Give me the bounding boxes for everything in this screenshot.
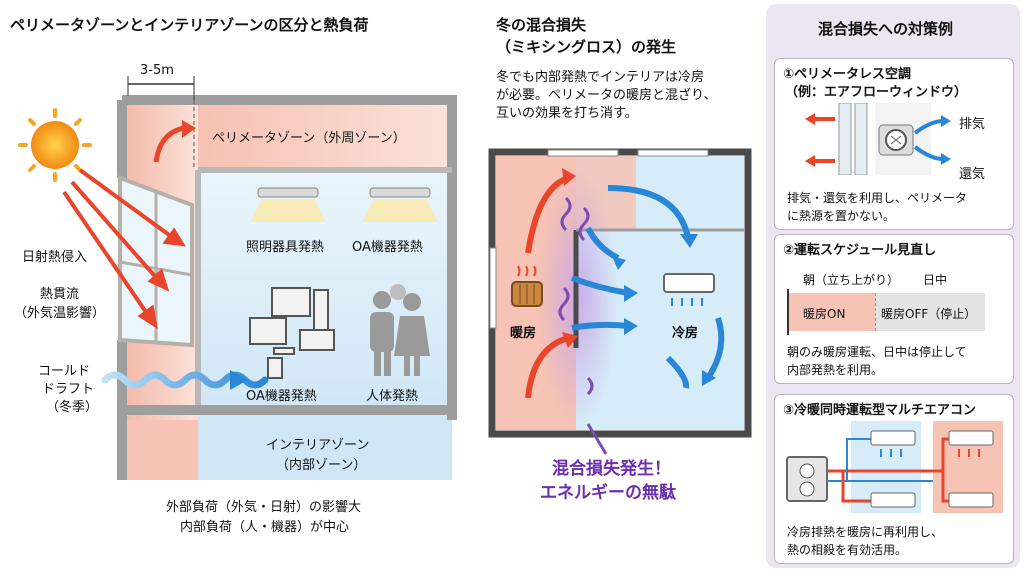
card3-heading: ③冷暖同時運転型マルチエアコン [783, 403, 977, 418]
air-conditioner-icon [663, 273, 715, 306]
daytime-label: 日中 [923, 273, 948, 287]
middle-title-2: （ミキシングロス）の発生 [496, 38, 677, 56]
heat-on-block [789, 293, 875, 331]
heat-on-label: 暖房ON [803, 307, 846, 321]
alert-pointer [586, 423, 608, 455]
lighting-label: 照明器具発熱 [246, 240, 325, 255]
return-label: 還気 [959, 167, 986, 182]
card1-desc-2: に熱源を置かない。 [787, 209, 896, 223]
perimeter-zone-label: ペリメータゾーン（外周ゾーン） [212, 131, 406, 146]
card-schedule: ②運転スケジュール見直し 朝（立ち上がり） 日中 暖房ON 暖房OFF（停止） … [774, 234, 1014, 384]
card1-desc-1: 排気・還気を利用し、ペリメータ [787, 191, 968, 205]
transmission-label-1: 熱貫流 [40, 287, 80, 302]
zone-diagram [18, 76, 457, 480]
mixing-loss-diagram [488, 148, 752, 438]
middle-desc-1: 冬でも内部発熱でインテリアは冷房 [496, 70, 705, 85]
card1-heading-1: ①ペリメータレス空調 [783, 67, 912, 82]
middle-title-1: 冬の混合損失 [496, 16, 587, 34]
solar-arrows [62, 168, 186, 330]
card1-heading-2: （例：エアフローウィンドウ） [785, 85, 968, 100]
card2-desc-2: 内部発熱を利用。 [787, 363, 884, 377]
transmission-label-2: （外気温影響） [14, 306, 106, 321]
draft-label-1: コールド [38, 364, 91, 379]
mixing-alert-1: 混合損失発生！ [552, 459, 671, 479]
timeline-arrow [787, 289, 789, 335]
interior-zone-lower [198, 420, 452, 480]
airflow-window-illustration [805, 103, 951, 175]
draft-label-2: ドラフト [42, 382, 95, 397]
draft-label-3: （冬季） [46, 400, 99, 415]
card3-desc-2: 熱の相殺を有効活用。 [787, 543, 908, 557]
middle-desc-2: が必要。ペリメータの暖房と混ざり、 [496, 88, 717, 103]
sun-icon [18, 108, 92, 182]
multi-aircon-illustration [786, 421, 1003, 513]
people-icon [370, 284, 430, 376]
caption-line-1: 外部負荷（外気・日射）の影響大 [166, 500, 362, 515]
morning-label: 朝（立ち上がり） [803, 273, 900, 287]
solar-label: 日射熱侵入 [22, 250, 88, 265]
heat-arrows [525, 175, 570, 399]
human-label: 人体発熱 [366, 389, 419, 404]
oa-bottom-label: OA機器発熱 [246, 389, 317, 404]
middle-desc-3: 互いの効果を打ち消す。 [496, 106, 638, 121]
heat-off-label: 暖房OFF（停止） [881, 307, 977, 321]
panel-title: 混合損失への対策例 [818, 20, 954, 38]
mixing-squiggles [558, 196, 594, 396]
caption-line-2: 内部負荷（人・機器）が中心 [180, 520, 350, 535]
cool-arrows [570, 185, 691, 389]
heating-label: 暖房 [510, 326, 537, 341]
lighting-icon-2 [362, 187, 438, 222]
mixing-alert-2: エネルギーの無駄 [540, 483, 676, 503]
left-title: ペリメータゾーンとインテリアゾーンの区分と熱負荷 [10, 16, 369, 34]
computer-icon [249, 287, 335, 379]
dimension-label: 3-5m [140, 63, 174, 78]
exhaust-label: 排気 [959, 117, 986, 132]
card-multi-aircon: ③冷暖同時運転型マルチエアコン 冷房排熱を暖房に再利用し、 熱の相殺を有効活用。 [774, 394, 1014, 564]
interior-zone-label-1: インテリアゾーン [266, 438, 370, 453]
card2-desc-1: 朝のみ暖房運転、日中は停止して [787, 345, 967, 359]
card2-heading: ②運転スケジュール見直し [783, 243, 937, 258]
interior-zone-label-2: （内部ゾーン） [276, 458, 367, 473]
card-perimeterless: ①ペリメータレス空調 （例：エアフローウィンドウ） 排気 還気 排気・還気を利用… [774, 58, 1014, 230]
cooling-label: 冷房 [672, 326, 699, 341]
lighting-icon-1 [250, 187, 326, 222]
heat-off-block [875, 293, 985, 331]
oa-top-label: OA機器発熱 [352, 240, 423, 255]
perimeter-heat-arrow [153, 125, 186, 163]
card3-desc-1: 冷房排熱を暖房に再利用し、 [787, 525, 944, 539]
heater-icon [511, 265, 543, 307]
